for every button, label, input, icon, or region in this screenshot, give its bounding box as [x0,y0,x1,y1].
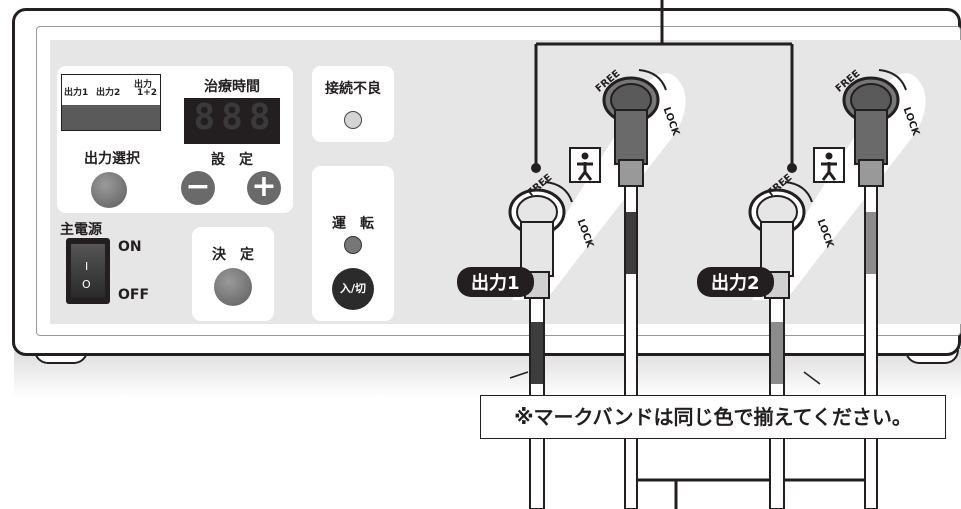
person-icon [813,147,845,183]
mark-band-out2-b [866,212,876,274]
rotation-arrow-icon [784,181,813,203]
output1-heading: 出力1 [64,88,89,98]
output-both-heading-bottom: 1+2 [137,88,158,98]
connector-line-top [534,0,794,166]
operation-lamp [344,236,362,254]
connection-error-lamp [344,111,362,129]
output-select-label: 出力選択 [84,151,140,167]
connector-out1-b [602,76,660,187]
connection-error-card [312,66,394,142]
output2-label: 出力2 [697,267,774,297]
output-select-indicator: 出力1 出力2 出力 1+2 [61,74,161,131]
power-on-label: ON [118,239,142,255]
power-rocker: I O [71,244,105,298]
power-on-mark: I [85,260,89,273]
output2-heading: 出力2 [96,88,121,98]
setting-label: 設 定 [211,152,253,168]
power-off-label: OFF [118,287,150,303]
operation-label: 運 転 [332,216,374,232]
main-power-switch[interactable]: I O [66,238,110,304]
output-select-button[interactable] [91,172,127,208]
connector-out2-a [748,188,806,299]
time-plus-button[interactable]: + [247,171,281,205]
treatment-time-label: 治療時間 [204,79,260,95]
connector-dot-left [531,163,541,173]
connector-line-bottom [628,466,874,509]
start-stop-label: 入/切 [339,282,367,295]
output-both-heading-top: 出力 [134,80,153,90]
main-power-label: 主電源 [60,222,102,238]
person-icon [569,147,601,183]
connector-dot-right [787,163,797,173]
confirm-button[interactable] [214,268,252,306]
confirm-label: 決 定 [212,247,254,263]
rotation-arrow-icon [878,69,907,91]
time-minus-button[interactable]: − [181,171,215,205]
connector-out2-b [842,76,900,187]
mark-band-out2-a [771,322,783,384]
time-digit-2: 8 [221,97,243,138]
output-select-lamp [62,105,160,130]
output1-label: 出力1 [457,267,534,297]
start-stop-button[interactable]: 入/切 [332,268,374,310]
plus-icon: + [251,169,277,204]
rotation-arrow-icon [544,181,573,203]
rotation-arrow-icon [638,69,667,91]
mark-band-out1-b [626,212,636,274]
power-off-mark: O [82,278,91,291]
time-digit-3: 8 [248,97,271,138]
leader-lines [509,371,821,385]
connection-error-label: 接続不良 [325,81,381,97]
minus-icon: − [185,169,211,204]
mark-band-out1-a [531,322,543,384]
mark-band-note: ※マークバンドは同じ色で揃えてください。 [480,395,946,439]
time-digit-1: 8 [193,97,216,138]
